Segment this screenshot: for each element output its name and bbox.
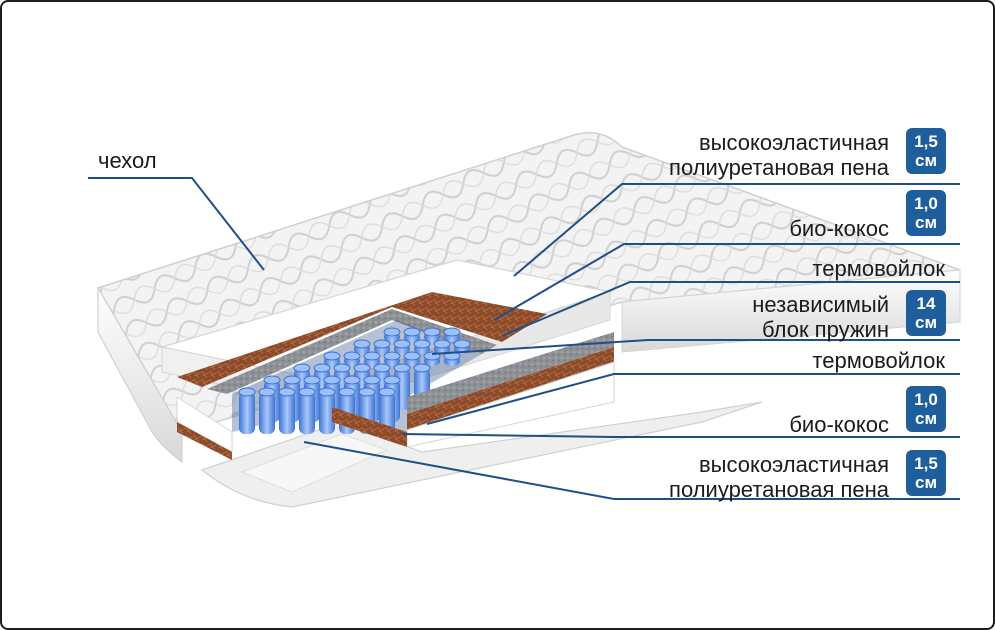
spring-top xyxy=(403,351,421,361)
spring-top xyxy=(353,339,371,349)
leader-layer-5 xyxy=(426,373,960,425)
leader-layer-4 xyxy=(431,339,960,355)
spring-top xyxy=(413,339,431,349)
spring-top xyxy=(258,387,276,397)
spring-top xyxy=(413,363,431,373)
spring-top xyxy=(303,375,321,385)
cover-label: чехол xyxy=(98,148,157,173)
layer-top-coconut xyxy=(177,292,547,387)
spring-coil xyxy=(279,392,295,434)
spring-top xyxy=(358,387,376,397)
spring-top xyxy=(393,363,411,373)
spring-top xyxy=(363,375,381,385)
spring-coil xyxy=(259,392,275,434)
spring-top xyxy=(343,351,361,361)
spring-top xyxy=(403,327,421,337)
leader-layer-3 xyxy=(501,281,960,337)
spring-top xyxy=(343,375,361,385)
spring-coil xyxy=(379,392,395,434)
spring-top xyxy=(318,387,336,397)
spring-top xyxy=(393,339,411,349)
layer-2-label: био-кокос xyxy=(789,216,889,241)
spring-top xyxy=(378,387,396,397)
spring-top xyxy=(338,387,356,397)
leader-cover xyxy=(88,177,265,271)
spring-top xyxy=(433,339,451,349)
spring-top xyxy=(383,351,401,361)
leader-layer-7 xyxy=(303,441,960,500)
layer-bottom-coconut xyxy=(407,347,614,430)
layer-6-label: био-кокос xyxy=(789,412,889,437)
spring-coil xyxy=(299,392,315,434)
spring-top xyxy=(383,327,401,337)
spring-top xyxy=(453,339,471,349)
layer-5-label: термовойлок xyxy=(812,348,945,373)
layer-bottom-felt xyxy=(407,332,614,414)
leader-layer-6 xyxy=(401,433,960,438)
spring-top xyxy=(333,363,351,373)
spring-top xyxy=(238,387,256,397)
cover-side-left xyxy=(97,285,183,464)
leader-layer-1 xyxy=(513,183,960,277)
spring-coil xyxy=(239,392,255,434)
spring-top xyxy=(323,351,341,361)
spring-top xyxy=(373,363,391,373)
spring-top xyxy=(293,363,311,373)
layer-3-label: термовойлок xyxy=(812,256,945,281)
spring-top xyxy=(383,375,401,385)
spring-top xyxy=(353,363,371,373)
spring-top xyxy=(423,327,441,337)
spring-top xyxy=(278,387,296,397)
leader-layer-2 xyxy=(493,243,960,321)
spring-top xyxy=(373,339,391,349)
spring-top xyxy=(323,375,341,385)
spring-top xyxy=(283,375,301,385)
spring-top xyxy=(263,375,281,385)
spring-top xyxy=(313,363,331,373)
spring-block xyxy=(232,320,482,434)
spring-top xyxy=(363,351,381,361)
spring-coil xyxy=(319,392,335,434)
spring-top xyxy=(443,327,461,337)
spring-top xyxy=(298,387,316,397)
